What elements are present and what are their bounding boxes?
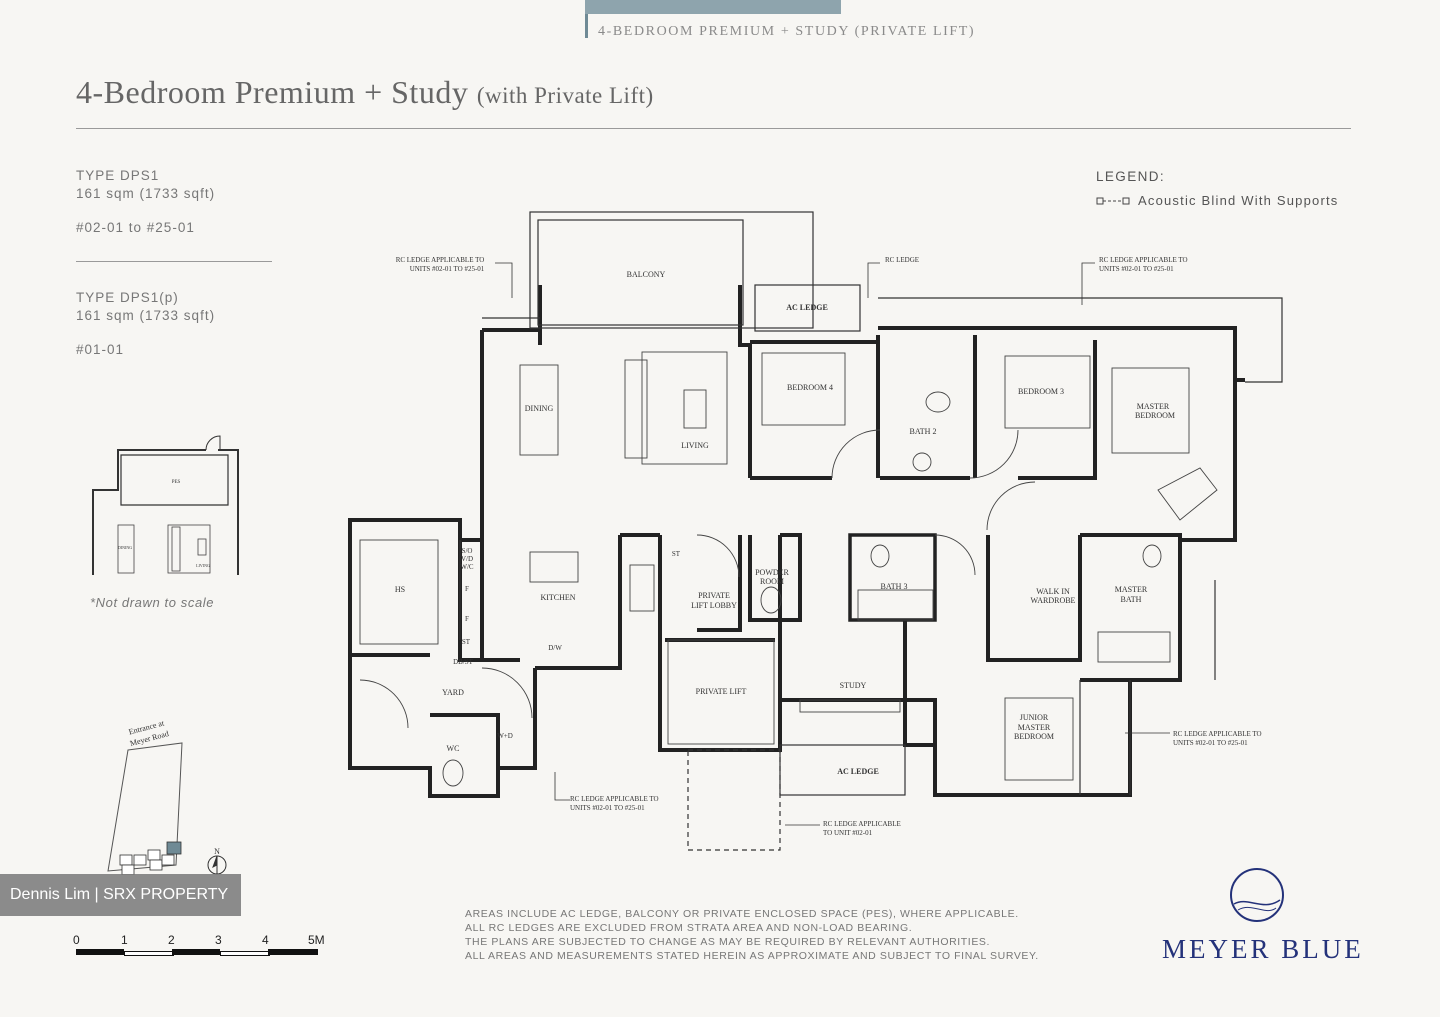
brand-logo-icon (1230, 868, 1284, 922)
callout-rc-a: RC LEDGE APPLICABLE TO (396, 256, 485, 264)
info-divider (76, 261, 272, 262)
room-living: LIVING (681, 441, 709, 450)
scale-tick: 1 (121, 933, 128, 947)
room-powder-1: POWDER (755, 568, 789, 577)
callout-rc-f2: TO UNIT #02-01 (823, 829, 873, 837)
note-line: AREAS INCLUDE AC LEDGE, BALCONY OR PRIVA… (465, 908, 1019, 920)
page-title: 4-Bedroom Premium + Study (with Private … (76, 74, 654, 111)
note-line: ALL AREAS AND MEASUREMENTS STATED HEREIN… (465, 950, 1039, 962)
scale-tick: 5M (308, 933, 325, 947)
disclaimer-notes: AREAS INCLUDE AC LEDGE, BALCONY OR PRIVA… (465, 907, 1039, 963)
scale-tick: 3 (215, 933, 222, 947)
callout-rc-e2: UNITS #02-01 TO #25-01 (570, 804, 645, 812)
room-private-lobby-1: PRIVATE (698, 591, 730, 600)
section-header: 4-BEDROOM PREMIUM + STUDY (PRIVATE LIFT) (598, 24, 976, 39)
room-wc-store: W/C (460, 563, 474, 571)
brand-name: MEYER BLUE (1162, 934, 1364, 964)
room-kitchen: KITCHEN (540, 593, 575, 602)
callout-rc-f: RC LEDGE APPLICABLE (823, 820, 901, 828)
callout-rc-e: RC LEDGE APPLICABLE TO (570, 795, 659, 803)
callout-rc-a2: UNITS #02-01 TO #25-01 (410, 265, 485, 273)
note-line: THE PLANS ARE SUBJECTED TO CHANGE AS MAY… (465, 936, 991, 948)
room-bath3: BATH 3 (881, 582, 908, 591)
room-yard: YARD (442, 688, 464, 697)
scale-tick: 0 (73, 933, 80, 947)
room-dw: D/W (548, 644, 562, 652)
callout-rc-d: RC LEDGE APPLICABLE TO (1173, 730, 1262, 738)
unit-type-area: 161 sqm (1733 sqft) (76, 308, 216, 323)
unit-type-units: #02-01 to #25-01 (76, 220, 195, 235)
room-bedroom3: BEDROOM 3 (1018, 387, 1064, 396)
legend-title: LEGEND: (1096, 169, 1166, 184)
unit-type-name: TYPE DPS1 (76, 168, 160, 183)
note-line: ALL RC LEDGES ARE EXCLUDED FROM STRATA A… (465, 922, 913, 934)
room-private-lift: PRIVATE LIFT (696, 687, 747, 696)
room-f2: F (465, 615, 469, 623)
room-master-bedroom-1: MASTER (1137, 402, 1170, 411)
callout-rc-c: RC LEDGE APPLICABLE TO (1099, 256, 1188, 264)
title-main: 4-Bedroom Premium + Study (76, 74, 469, 110)
header-accent-bar (585, 14, 588, 38)
inset-pes-label: PES (172, 480, 181, 485)
room-junior-2: MASTER (1018, 723, 1051, 732)
room-hs: HS (395, 585, 405, 594)
inset-plan: PES DINING LIVING (92, 435, 239, 575)
unit-type-units: #01-01 (76, 342, 125, 357)
unit-type-2: TYPE DPS1(p) 161 sqm (1733 sqft) #01-01 (76, 289, 215, 359)
room-ac-ledge-top: AC LEDGE (786, 303, 828, 312)
room-bedroom4: BEDROOM 4 (787, 383, 833, 392)
room-master-bath-1: MASTER (1115, 585, 1148, 594)
scale-bar: 0 1 2 3 4 5M (73, 930, 326, 960)
room-ac-ledge-bottom: AC LEDGE (837, 767, 879, 776)
room-dbst: DB/ST (453, 658, 474, 666)
unit-type-name: TYPE DPS1(p) (76, 290, 179, 305)
not-to-scale-note: *Not drawn to scale (90, 595, 215, 610)
room-study: STUDY (840, 681, 867, 690)
acoustic-blind-icon (1096, 197, 1130, 204)
room-vd: V/D (461, 555, 473, 563)
site-plan: Entrance at Meyer Road N (107, 718, 227, 875)
room-st1: ST (462, 638, 471, 646)
callout-rc-c2: UNITS #02-01 TO #25-01 (1099, 265, 1174, 273)
title-sub: (with Private Lift) (476, 83, 654, 108)
room-master-bedroom-2: BEDROOM (1135, 411, 1175, 420)
inset-living-label: LIVING (196, 563, 210, 568)
inset-dining-label: DINING (118, 545, 132, 550)
header-tab (585, 0, 841, 14)
scale-tick: 4 (262, 933, 269, 947)
room-dining: DINING (525, 404, 554, 413)
room-so: S/O (462, 547, 473, 555)
callout-rc-b: RC LEDGE (885, 256, 919, 264)
scale-tick: 2 (168, 933, 175, 947)
room-junior-3: BEDROOM (1014, 732, 1054, 741)
room-private-lobby-2: LIFT LOBBY (691, 601, 737, 610)
room-bath2: BATH 2 (910, 427, 937, 436)
room-walkin-2: WARDROBE (1031, 596, 1076, 605)
room-wd: W+D (497, 732, 513, 740)
watermark: Dennis Lim | SRX PROPERTY (0, 874, 241, 916)
legend-item-label: Acoustic Blind With Supports (1138, 193, 1339, 208)
unit-type-1: TYPE DPS1 161 sqm (1733 sqft) #02-01 to … (76, 167, 215, 237)
room-balcony: BALCONY (627, 270, 666, 279)
north-label: N (214, 847, 220, 856)
room-powder-2: ROOM (760, 577, 784, 586)
room-wc: WC (447, 744, 460, 753)
unit-type-area: 161 sqm (1733 sqft) (76, 186, 216, 201)
room-walkin-1: WALK IN (1036, 587, 1070, 596)
callout-rc-d2: UNITS #02-01 TO #25-01 (1173, 739, 1248, 747)
room-junior-1: JUNIOR (1020, 713, 1049, 722)
title-divider (76, 128, 1351, 129)
room-f1: F (465, 585, 469, 593)
room-master-bath-2: BATH (1121, 595, 1142, 604)
room-st2: ST (672, 550, 681, 558)
legend-item: Acoustic Blind With Supports (1096, 193, 1339, 208)
